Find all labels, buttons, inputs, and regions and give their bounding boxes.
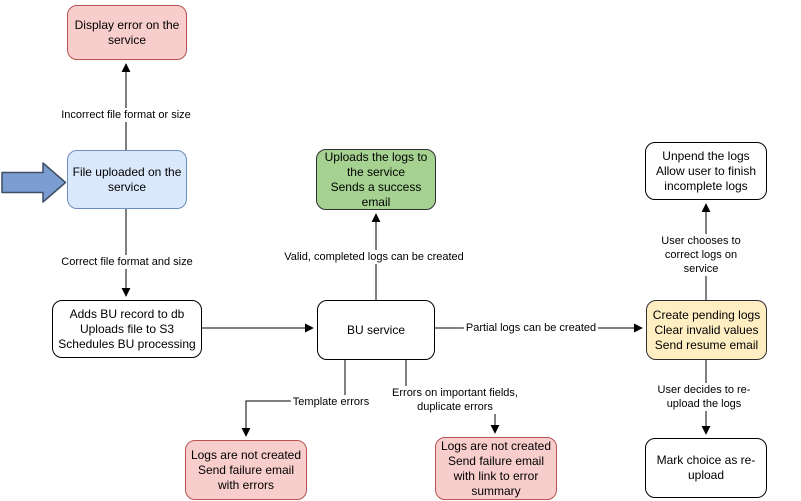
edge-label-correct-format: Correct file format and size [59,255,195,269]
node-logs-not-created-summary: Logs are not created Send failure email … [435,437,557,500]
node-file-uploaded: File uploaded on the service [67,150,187,209]
edge-label-user-chooses-correct: User chooses to correct logs on service [651,234,751,276]
flow-entry-arrow-icon [1,162,67,203]
node-bu-service: BU service [317,300,435,360]
edge-label-template-errors: Template errors [290,395,372,409]
node-display-error: Display error on the service [67,5,187,60]
node-mark-choice-reupload: Mark choice as re- upload [645,438,767,498]
edge-label-incorrect-format: Incorrect file format or size [59,108,193,122]
edge-label-user-decides-reupload: User decides to re-upload the logs [655,383,753,411]
edge-label-valid-completed: Valid, completed logs can be created [282,250,466,264]
node-unpend-logs: Unpend the logs Allow user to finish inc… [645,142,767,200]
node-create-pending-logs: Create pending logs Clear invalid values… [646,300,767,360]
edge-label-errors-important-fields: Errors on important fields, duplicate er… [390,386,520,414]
edge-label-partial-logs: Partial logs can be created [463,321,599,335]
node-logs-not-created-errors: Logs are not created Send failure email … [185,440,307,500]
node-uploads-logs-success: Uploads the logs to the service Sends a … [316,149,436,210]
node-adds-bu-record: Adds BU record to db Uploads file to S3 … [52,300,202,358]
